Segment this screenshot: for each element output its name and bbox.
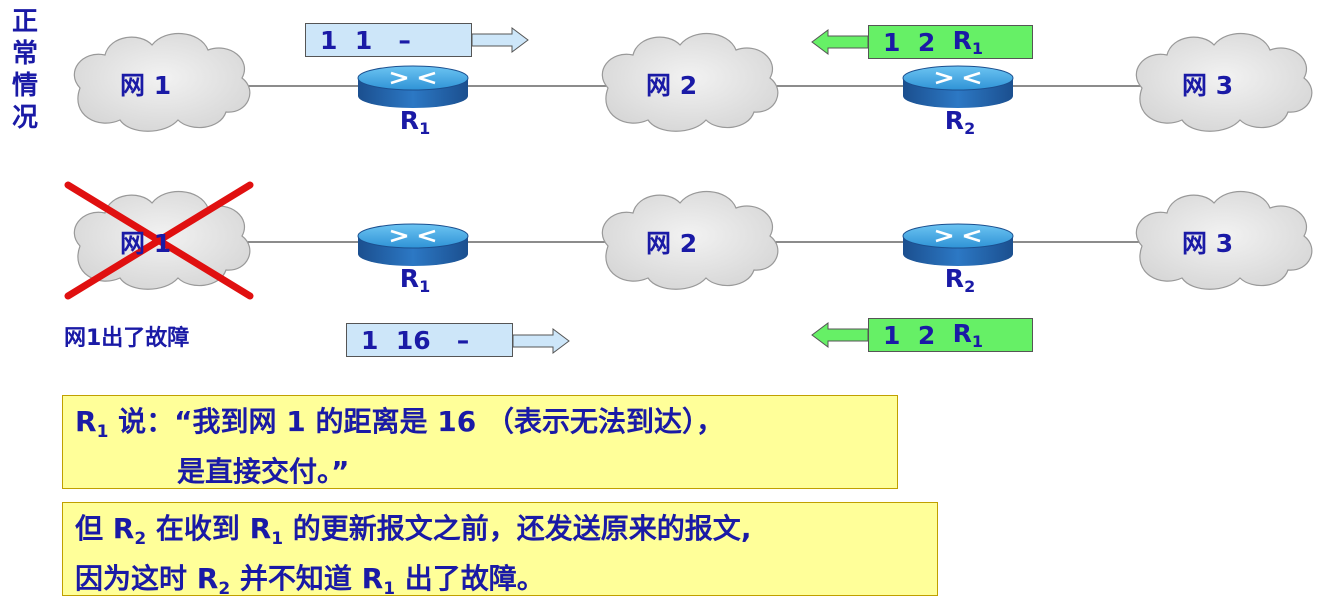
- routing-msg-r2-normal: 1 2 R1: [868, 25, 1033, 59]
- routing-msg-r2-failure: 1 2 R1: [868, 318, 1033, 352]
- cloud-label-net2: 网 2: [646, 71, 698, 100]
- router-icon-r1-top: [357, 65, 469, 108]
- note1-line2: 是直接交付。”: [177, 455, 350, 488]
- arrow-left-icon-bottom: [811, 322, 869, 348]
- router-icon-r1-bottom: [357, 223, 469, 266]
- cloud-net1-top: [73, 32, 251, 132]
- router-icon-r2-bottom: [902, 223, 1014, 266]
- arrow-right-icon-bottom: [512, 328, 570, 354]
- cloud-net2-bottom: [601, 190, 779, 290]
- msg-dest: 1: [361, 325, 379, 355]
- cloud-net3-top: [1135, 32, 1313, 132]
- note1-line1: R1 说：“我到网 1 的距离是 16 （表示无法到达），: [75, 405, 724, 442]
- cloud-net3-bottom: [1135, 190, 1313, 290]
- msg-next-hop: R1: [952, 319, 984, 351]
- msg-dest: 1: [320, 25, 338, 55]
- msg-dest: 1: [883, 320, 901, 350]
- note2-line2: 因为这时 R2 并不知道 R1 出了故障。: [75, 562, 545, 599]
- arrow-left-icon-top: [811, 29, 869, 55]
- note2-line1: 但 R2 在收到 R1 的更新报文之前，还发送原来的报文,: [75, 512, 752, 549]
- msg-distance: 2: [917, 27, 936, 57]
- fault-label: 网1出了故障: [64, 326, 190, 351]
- cloud-label-net1-failed: 网 1: [120, 229, 172, 258]
- title-char: 常: [11, 39, 38, 69]
- cloud-label-net3: 网 3: [1182, 229, 1234, 258]
- title-char: 正: [11, 7, 38, 37]
- router-label-r2: R2: [944, 106, 976, 138]
- note-r1-says: R1 说：“我到网 1 的距离是 16 （表示无法到达）， 是直接交付。”: [62, 395, 898, 489]
- routing-msg-r1-failure: 1 16 –: [346, 323, 513, 357]
- msg-next-hop: –: [456, 325, 470, 355]
- msg-dest: 1: [883, 27, 901, 57]
- msg-next-hop: –: [398, 25, 411, 55]
- cloud-net2-top: [601, 32, 779, 132]
- router-label-r1: R1: [399, 106, 431, 138]
- router-icon-r2-top: [902, 65, 1014, 108]
- title-char: 况: [11, 103, 38, 133]
- cloud-label-net1: 网 1: [120, 71, 172, 100]
- cloud-label-net2: 网 2: [646, 229, 698, 258]
- failure-cross-icon: [64, 181, 254, 300]
- msg-distance: 1: [354, 25, 373, 55]
- router-label-r2: R2: [944, 264, 976, 296]
- arrow-right-icon-top: [471, 27, 529, 53]
- normal-case-title: 正 常 情 况: [10, 6, 40, 134]
- title-char: 情: [11, 71, 38, 101]
- router-label-r1: R1: [399, 264, 431, 296]
- msg-next-hop: R1: [952, 26, 984, 58]
- routing-msg-r1-normal: 1 1 –: [305, 23, 472, 57]
- msg-distance: 2: [917, 320, 936, 350]
- msg-distance: 16: [395, 325, 431, 355]
- cloud-label-net3: 网 3: [1182, 71, 1234, 100]
- note-r2-explanation: 但 R2 在收到 R1 的更新报文之前，还发送原来的报文, 因为这时 R2 并不…: [62, 502, 938, 599]
